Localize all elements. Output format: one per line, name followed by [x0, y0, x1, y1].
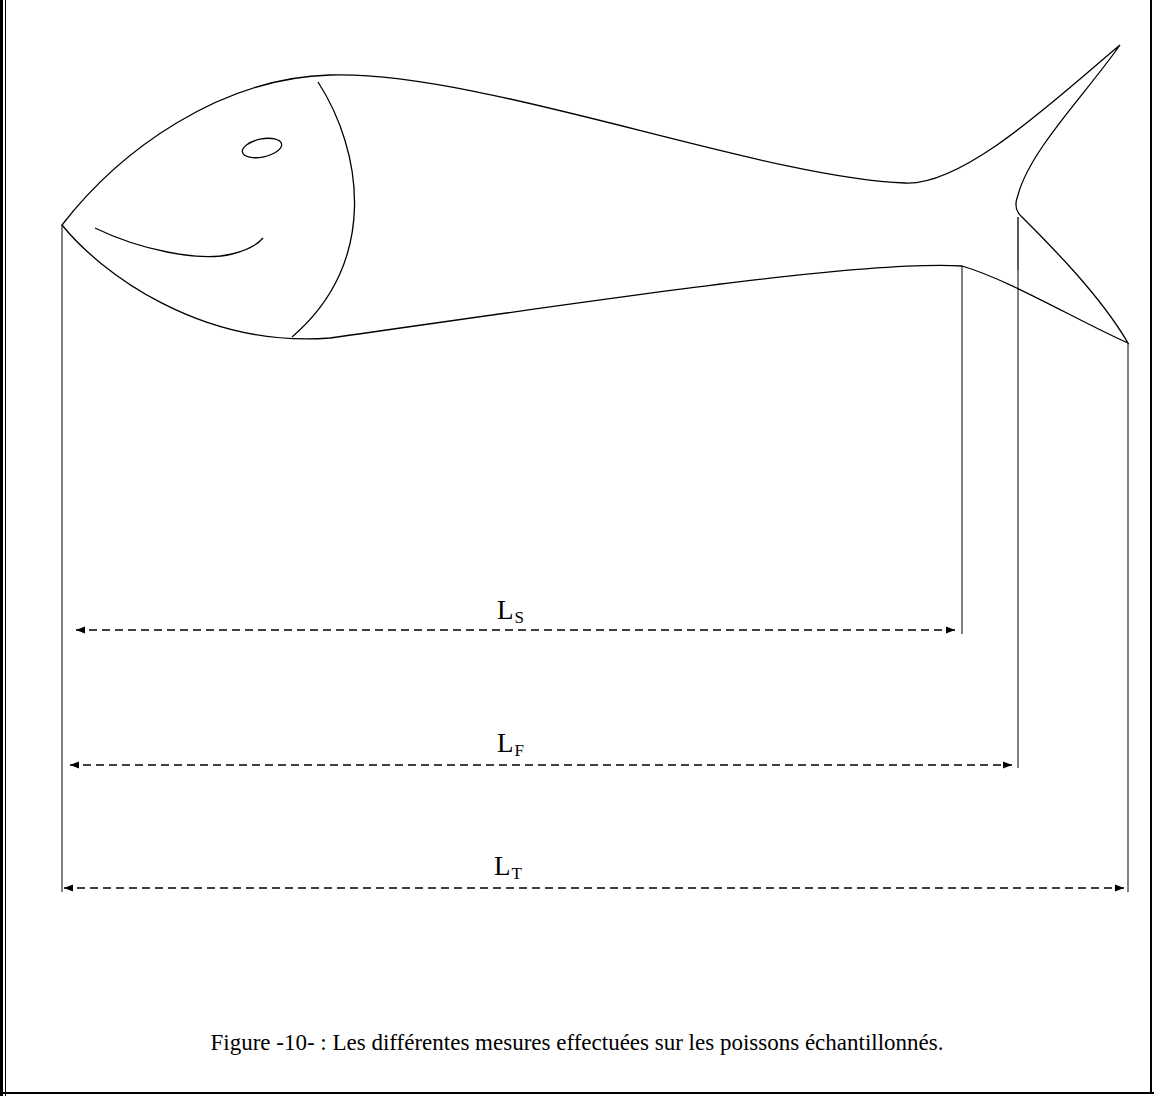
dimension-subscript: F: [515, 742, 524, 759]
figure-caption: Figure -10- : Les différentes mesures ef…: [10, 1029, 1144, 1057]
fish-outline: [62, 45, 1128, 343]
dimension-symbol: L: [497, 730, 514, 757]
dimension-subscript: S: [515, 609, 524, 626]
dimension-subscript: T: [512, 865, 522, 882]
extension-lines: [62, 225, 1128, 892]
dimension-symbol: L: [494, 853, 511, 880]
dimension-arrows: [64, 630, 1124, 888]
dimension-symbol: L: [497, 597, 514, 624]
